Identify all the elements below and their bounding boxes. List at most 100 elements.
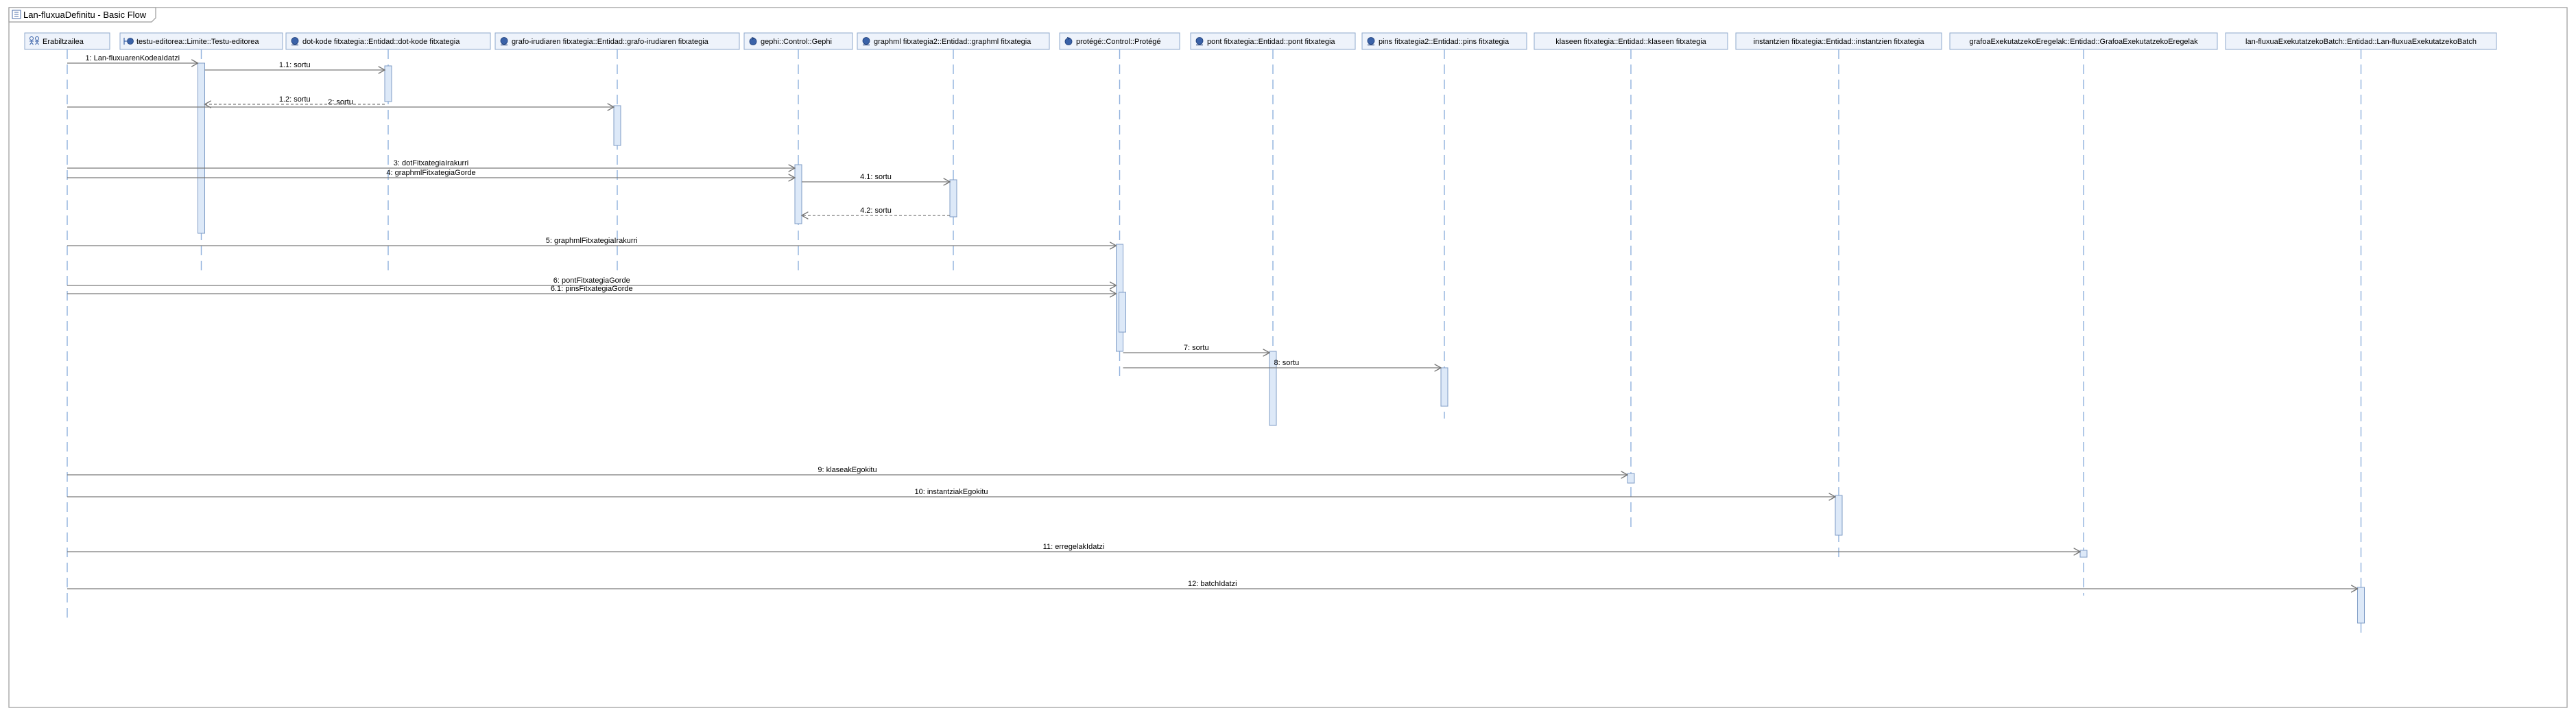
participant-box	[2225, 32, 2497, 50]
message-7[interactable]: 4.1: sortu	[802, 173, 950, 182]
message-label: 9: klaseakEgokitu	[818, 466, 876, 474]
participant-label: grafo-irudiaren fitxategia::Entidad::gra…	[512, 38, 709, 46]
activation-bar[interactable]	[1119, 292, 1126, 333]
control-icon	[749, 37, 757, 45]
message-label: 4.2: sortu	[860, 207, 892, 215]
message-label: 1.1: sortu	[279, 61, 311, 69]
activation-bar[interactable]	[2357, 587, 2365, 624]
entity-icon	[862, 37, 870, 46]
participant-box	[1534, 32, 1728, 50]
participant-box	[857, 32, 1050, 50]
message-2[interactable]: 1.1: sortu	[204, 61, 385, 70]
participant-box	[119, 32, 283, 50]
activation-bar[interactable]	[949, 179, 957, 218]
activation-bar[interactable]	[1627, 473, 1635, 484]
message-label: 10: instantziakEgokitu	[914, 488, 988, 496]
message-label: 3: dotFitxategiaIrakurri	[394, 159, 468, 167]
participant-p3[interactable]: grafo-irudiaren fitxategia::Entidad::gra…	[494, 32, 740, 50]
participant-p0[interactable]: Erabiltzailea	[24, 32, 110, 50]
participant-label: instantzien fitxategia::Entidad::instant…	[1754, 38, 1925, 46]
entity-icon	[291, 37, 299, 46]
activation-bar[interactable]	[1269, 351, 1277, 426]
participant-label: gephi::Control::Gephi	[761, 38, 832, 46]
participant-p2[interactable]: dot-kode fitxategia::Entidad::dot-kode f…	[285, 32, 491, 50]
diagram-frame	[8, 7, 2568, 708]
entity-icon	[1367, 37, 1375, 46]
message-label: 2: sortu	[328, 98, 353, 106]
messages-layer: 1: Lan-fluxuarenKodeaIdatzi 1.1: sortu 1.2…	[67, 54, 2358, 589]
message-16[interactable]: 11: erregelakIdatzi	[67, 543, 2080, 552]
participant-p7[interactable]: pont fitxategia::Entidad::pont fitxategi…	[1190, 32, 1356, 50]
participant-box	[1949, 32, 2218, 50]
message-15[interactable]: 10: instantziakEgokitu	[67, 488, 1835, 497]
activation-bar[interactable]	[198, 62, 205, 234]
participant-p4[interactable]: gephi::Control::Gephi	[743, 32, 853, 50]
actor-icon	[29, 36, 39, 45]
message-13[interactable]: 8: sortu	[1123, 359, 1442, 368]
message-label: 5: graphmlFitxategiaIrakurri	[546, 237, 638, 245]
participant-label: Erabiltzailea	[43, 38, 84, 46]
frame-title-tab[interactable]: Lan-fluxuaDefinitu - Basic Flow	[8, 7, 156, 23]
participant-p9[interactable]: klaseen fitxategia::Entidad::klaseen fit…	[1534, 32, 1728, 50]
message-label: 1.2: sortu	[279, 95, 311, 104]
participant-p5[interactable]: graphml fitxategia2::Entidad::graphml fi…	[857, 32, 1050, 50]
message-11[interactable]: 6.1: pinsFitxategiaGorde	[67, 285, 1117, 294]
message-label: 12: batchIdatzi	[1188, 580, 1237, 588]
participant-label: graphml fitxategia2::Entidad::graphml fi…	[874, 38, 1031, 46]
participant-p12[interactable]: lan-fluxuaExekutatzekoBatch::Entidad::La…	[2225, 32, 2497, 50]
message-6[interactable]: 4: graphmlFitxategiaGorde	[67, 169, 795, 178]
message-label: 6.1: pinsFitxategiaGorde	[551, 285, 633, 293]
message-17[interactable]: 12: batchIdatzi	[67, 580, 2358, 589]
participant-label: klaseen fitxategia::Entidad::klaseen fit…	[1555, 38, 1706, 46]
activation-bar[interactable]	[384, 65, 392, 102]
message-12[interactable]: 7: sortu	[1123, 344, 1270, 353]
message-14[interactable]: 9: klaseakEgokitu	[67, 466, 1627, 475]
activation-bar[interactable]	[1440, 367, 1448, 407]
message-label: 11: erregelakIdatzi	[1043, 543, 1105, 551]
message-label: 7: sortu	[1184, 344, 1209, 352]
message-label: 6: pontFitxategiaGorde	[553, 277, 630, 285]
message-10[interactable]: 6: pontFitxategiaGorde	[67, 277, 1117, 285]
participant-box	[1361, 32, 1527, 50]
message-label: 1: Lan-fluxuarenKodeaIdatzi	[85, 54, 180, 62]
message-label: 4.1: sortu	[860, 173, 892, 181]
message-label: 4: graphmlFitxategiaGorde	[386, 169, 475, 177]
participant-p11[interactable]: grafoaExekutatzekoEregelak::Entidad::Gra…	[1949, 32, 2218, 50]
message-4[interactable]: 2: sortu	[67, 98, 614, 107]
control-icon	[1064, 37, 1073, 45]
participant-heads-layer: Erabiltzailea testu-editorea::Limite::Tes…	[24, 32, 2497, 50]
participant-p6[interactable]: protégé::Control::Protégé	[1059, 32, 1180, 50]
activation-bar[interactable]	[613, 105, 621, 146]
message-5[interactable]: 3: dotFitxategiaIrakurri	[67, 159, 795, 168]
message-1[interactable]: 1: Lan-fluxuarenKodeaIdatzi	[67, 54, 198, 63]
message-8[interactable]: 4.2: sortu	[802, 207, 950, 215]
message-3[interactable]: 1.2: sortu	[205, 95, 385, 104]
participant-label: pins fitxategia2::Entidad::pins fitxateg…	[1379, 38, 1510, 46]
entity-icon	[1195, 37, 1204, 46]
participant-box	[494, 32, 740, 50]
participant-p8[interactable]: pins fitxategia2::Entidad::pins fitxateg…	[1361, 32, 1527, 50]
participant-box	[743, 32, 853, 50]
activation-bar[interactable]	[1835, 495, 1843, 536]
activations-layer	[198, 62, 2365, 624]
boundary-icon	[123, 38, 134, 45]
diagram-title: Lan-fluxuaDefinitu - Basic Flow	[23, 10, 147, 20]
activation-bar[interactable]	[794, 164, 802, 224]
participant-box	[1735, 32, 1942, 50]
entity-icon	[500, 37, 508, 46]
participant-box	[1059, 32, 1180, 50]
activation-bar[interactable]	[2079, 550, 2088, 558]
sequence-diagram-icon	[12, 10, 21, 19]
participant-label: grafoaExekutatzekoEregelak::Entidad::Gra…	[1969, 38, 2198, 46]
participant-p1[interactable]: testu-editorea::Limite::Testu-editorea	[119, 32, 283, 50]
participant-label: protégé::Control::Protégé	[1076, 38, 1161, 46]
participant-label: testu-editorea::Limite::Testu-editorea	[136, 38, 259, 46]
message-label: 8: sortu	[1274, 359, 1300, 367]
message-9[interactable]: 5: graphmlFitxategiaIrakurri	[67, 237, 1117, 246]
participant-label: pont fitxategia::Entidad::pont fitxategi…	[1207, 38, 1335, 46]
participant-p10[interactable]: instantzien fitxategia::Entidad::instant…	[1735, 32, 1942, 50]
lifelines-layer	[67, 49, 2362, 637]
participant-box	[285, 32, 491, 50]
participant-label: lan-fluxuaExekutatzekoBatch::Entidad::La…	[2245, 38, 2477, 46]
